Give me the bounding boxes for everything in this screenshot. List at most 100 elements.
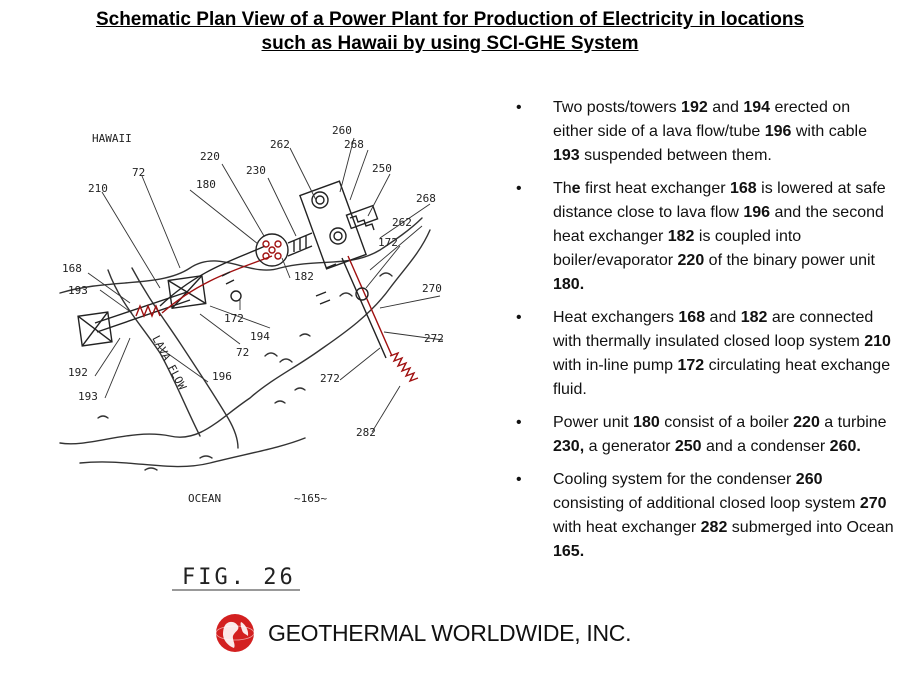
- pump-172-lower: [230, 290, 242, 302]
- bullet-text-run: with cable: [791, 123, 867, 140]
- label-168: 168: [62, 262, 82, 275]
- bullet-item: Heat exchangers 168 and 182 are connecte…: [508, 306, 894, 402]
- bullet-text-run: 196: [743, 204, 771, 221]
- bullet-text-run: Power unit: [553, 414, 634, 431]
- heat-exchanger-282: [389, 351, 419, 383]
- bullet-text-run: and: [707, 99, 744, 116]
- bullet-text-run: and: [705, 309, 741, 326]
- bullet-text-run: 182: [667, 228, 695, 245]
- tower-194: [167, 274, 207, 310]
- bullet-text-run: submerged into Ocean: [727, 519, 894, 536]
- condenser-260: [299, 180, 367, 270]
- bullet-text-run: e: [571, 180, 581, 197]
- bullet-text-run: suspended between them.: [579, 147, 772, 164]
- label-193-bottom: 193: [78, 390, 98, 403]
- coastline-lower: [59, 229, 431, 445]
- boiler-220: [255, 233, 289, 267]
- bullet-text-run: of the binary power unit: [704, 252, 875, 269]
- label-172-mid: 172: [224, 312, 244, 325]
- bullet-text-run: Two posts/towers: [553, 99, 682, 116]
- cooling-loop-270: [341, 257, 387, 359]
- title-line-1: Schematic Plan View of a Power Plant for…: [95, 9, 805, 30]
- label-hawaii: HAWAII: [92, 132, 132, 145]
- bullet-list: Two posts/towers 192 and 194 erected on …: [508, 96, 894, 573]
- label-194: 194: [250, 330, 270, 343]
- loop-210-upper: [159, 245, 266, 307]
- page-title: Schematic Plan View of a Power Plant for…: [0, 8, 900, 56]
- bullet-text-run: 270: [859, 495, 887, 512]
- bullet-text-run: consisting of additional closed loop sys…: [553, 495, 860, 512]
- bullet-text-run: is coupled into boiler/evaporator: [553, 228, 802, 269]
- label-250: 250: [372, 162, 392, 175]
- label-262-right: 262: [392, 216, 412, 229]
- bullet-text-run: 282: [700, 519, 728, 536]
- bullet-text-run: erected on either side of a lava flow/tu…: [553, 99, 851, 140]
- bullet-text-run: is lowered at safe distance close to lav…: [553, 180, 886, 221]
- bullet-item: Two posts/towers 192 and 194 erected on …: [508, 96, 894, 168]
- bullet-text-run: with in-line pump: [553, 357, 678, 374]
- bullet-text-run: 260.: [829, 438, 861, 455]
- bullet-text-run: 192: [681, 99, 708, 116]
- bullet-text-run: 180.: [553, 276, 585, 293]
- bullet-text-run: first heat exchanger: [580, 180, 730, 197]
- label-182: 182: [294, 270, 314, 283]
- bullet-text-run: 230,: [553, 438, 585, 455]
- label-272-left: 272: [320, 372, 340, 385]
- bullet-text-run: 168: [678, 309, 706, 326]
- globe-logo-icon: [215, 614, 255, 652]
- bullet-item: Cooling system for the condenser 260 con…: [508, 468, 894, 564]
- bullet-text-run: 182: [740, 309, 768, 326]
- bullet-text-run: a turbine: [819, 414, 887, 431]
- ocean-shore: [79, 437, 306, 468]
- bullet-text-run: a generator: [584, 438, 675, 455]
- label-262-top: 262: [270, 138, 290, 151]
- label-ocean: OCEAN: [188, 492, 221, 505]
- bullet-text-run: circulating heat exchange fluid.: [553, 357, 891, 398]
- bullet-item: The first heat exchanger 168 is lowered …: [508, 177, 894, 297]
- company-footer: GEOTHERMAL WORLDWIDE, INC.: [214, 608, 632, 658]
- label-72-top: 72: [132, 166, 145, 179]
- title-line-2: such as Hawaii by using SCI-GHE System: [261, 33, 639, 54]
- label-268-right: 268: [416, 192, 436, 205]
- label-230: 230: [246, 164, 266, 177]
- bullet-text-run: and the second heat exchanger: [553, 204, 884, 245]
- bullet-text-run: consist of a boiler: [659, 414, 794, 431]
- fig-26-diagram: HAWAII 72 210 220 180 230 262 260 268 25…: [59, 124, 444, 591]
- pump-172-upper: [355, 287, 369, 301]
- label-165: ~165~: [294, 492, 327, 505]
- loop-210-lower: [161, 255, 273, 314]
- bullet-text-run: and a condenser: [701, 438, 830, 455]
- bullet-text-run: 260: [795, 471, 823, 488]
- label-196: 196: [212, 370, 232, 383]
- label-272-right: 272: [424, 332, 444, 345]
- label-268-top: 268: [344, 138, 364, 151]
- bullet-text-run: 196: [764, 123, 792, 140]
- bullet-text-run: 220: [793, 414, 820, 431]
- bullet-text-run: 165.: [553, 543, 585, 560]
- bullet-text-run: 172: [677, 357, 705, 374]
- figure-caption: FIG. 26: [182, 565, 296, 590]
- heat-exchanger-168: [135, 304, 161, 318]
- bullet-text-run: 194: [743, 99, 771, 116]
- bullet-text-run: 193: [553, 147, 580, 164]
- bullet-text-run: 220: [677, 252, 705, 269]
- bullet-text-run: 250: [674, 438, 702, 455]
- label-193-top: 193: [68, 284, 88, 297]
- label-270: 270: [422, 282, 442, 295]
- generator-250: [349, 215, 375, 231]
- label-172-right: 172: [378, 236, 398, 249]
- label-210: 210: [88, 182, 108, 195]
- company-name: GEOTHERMAL WORLDWIDE, INC.: [268, 619, 632, 646]
- bullet-text-run: Th: [553, 180, 572, 197]
- bullet-text-run: 180: [633, 414, 660, 431]
- bullet-text-run: Cooling system for the condenser: [553, 471, 796, 488]
- bullet-text-run: with heat exchanger: [553, 519, 701, 536]
- label-180: 180: [196, 178, 216, 191]
- bullet-text-run: are connected with thermally insulated c…: [553, 309, 874, 350]
- turbine-230: [287, 232, 313, 257]
- label-282: 282: [356, 426, 376, 439]
- label-192: 192: [68, 366, 88, 379]
- label-220: 220: [200, 150, 220, 163]
- label-260: 260: [332, 124, 352, 137]
- label-72-mid: 72: [236, 346, 249, 359]
